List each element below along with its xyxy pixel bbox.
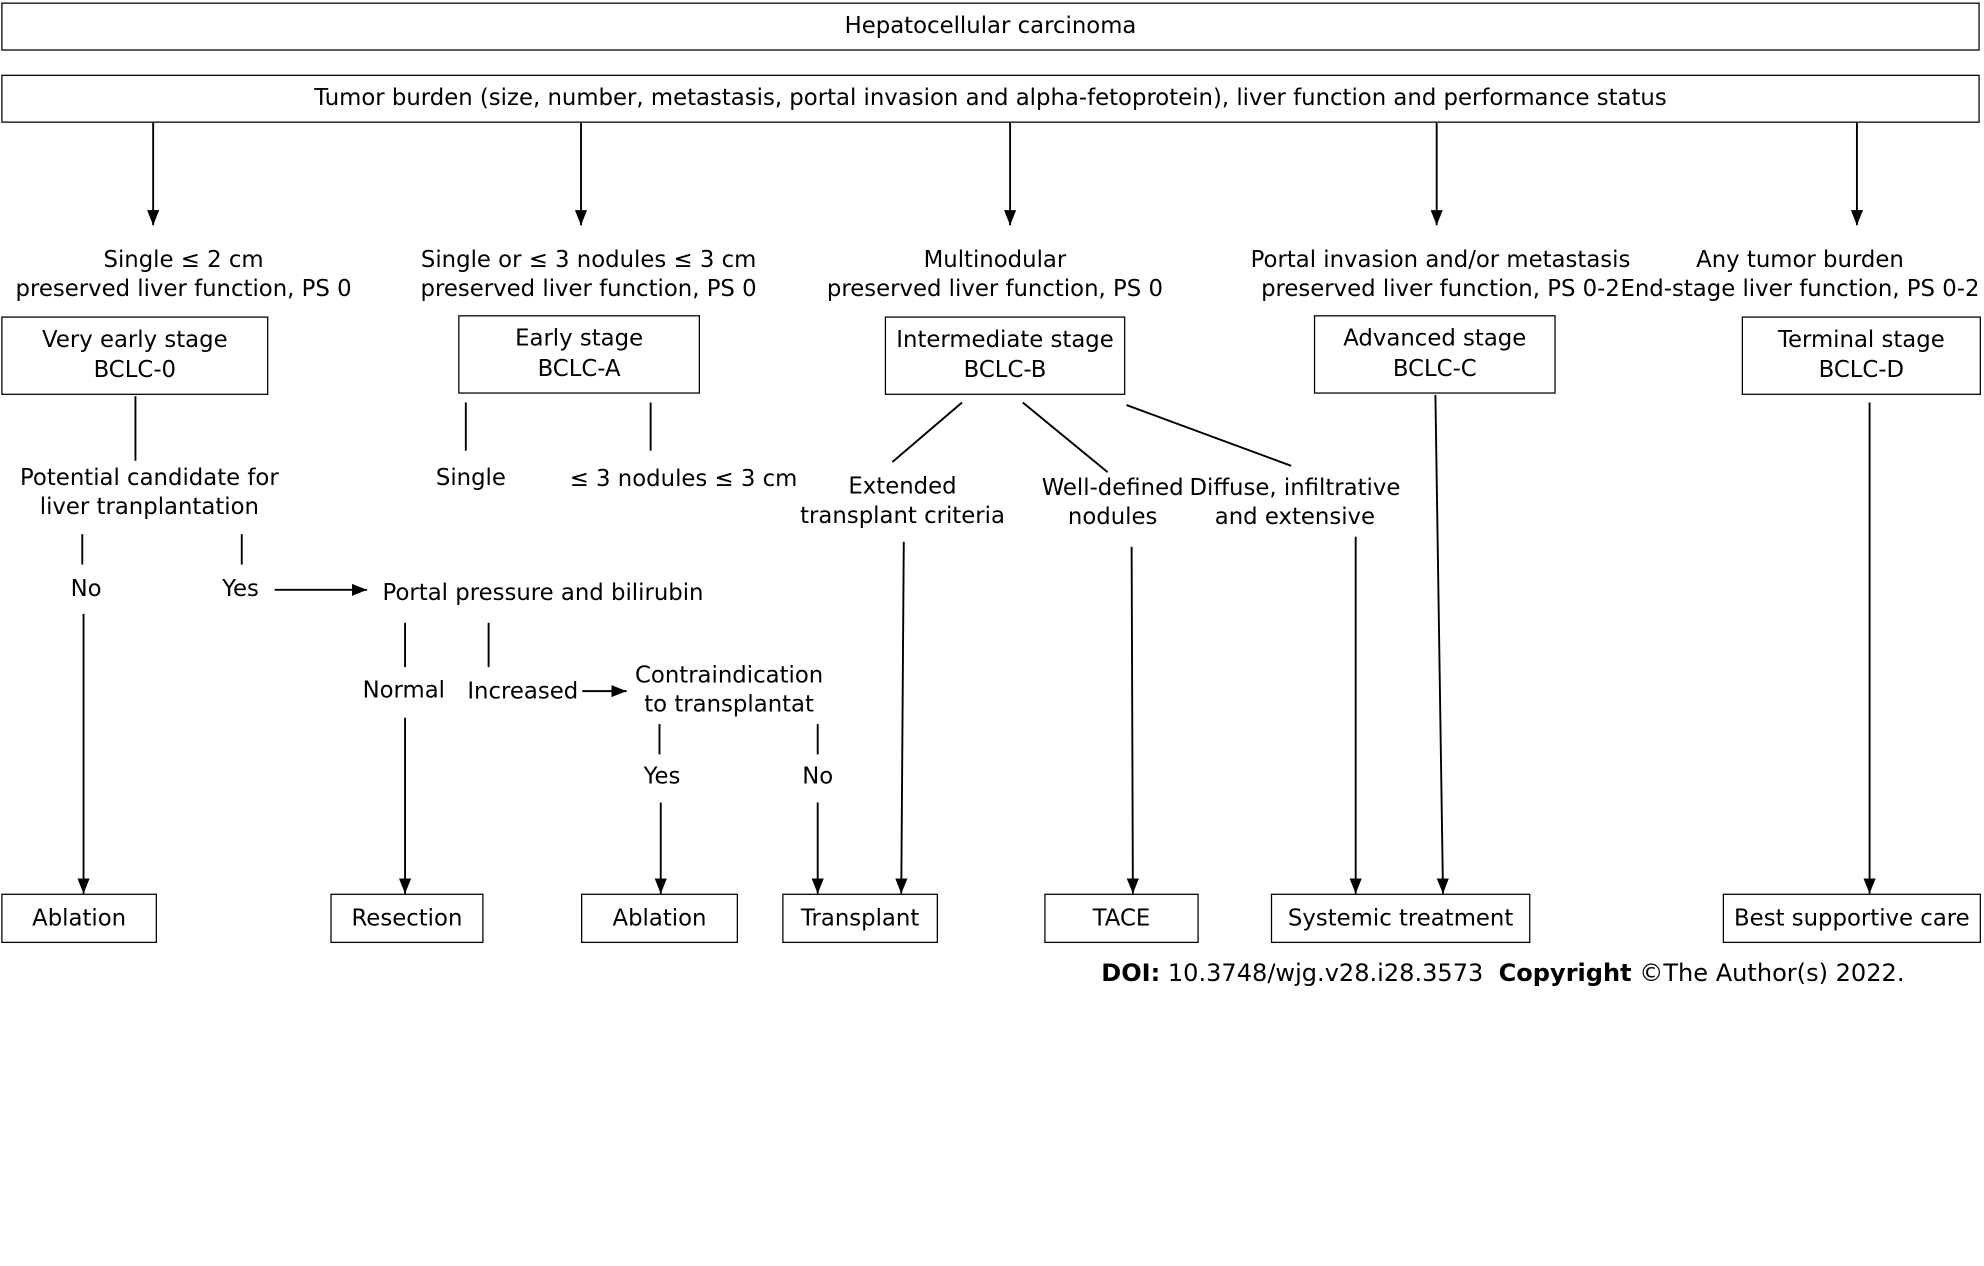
early-nodules: ≤ 3 nodules ≤ 3 cm <box>569 465 798 493</box>
criteria-terminal: Any tumor burden End-stage liver functio… <box>1620 246 1979 304</box>
stage-code-advanced: BCLC-C <box>1392 355 1477 383</box>
treatment-transplant-label: Transplant <box>800 904 920 931</box>
copyright-label: Copyright <box>1498 959 1632 988</box>
well-defined-label: Well-defined nodules <box>1042 473 1184 531</box>
contraindication-yes: Yes <box>643 763 681 790</box>
diffuse-line1: Diffuse, infiltrative <box>1189 474 1401 502</box>
well-defined-line1: Well-defined <box>1041 474 1184 502</box>
diffuse-label: Diffuse, infiltrative and extensive <box>1189 473 1400 531</box>
stage-box-early: Early stage BCLC-A <box>458 315 700 394</box>
early-single: Single <box>435 464 506 492</box>
criteria-very-early-line2: preserved liver function, PS 0 <box>15 275 352 303</box>
criteria-early: Single or ≤ 3 nodules ≤ 3 cm preserved l… <box>421 246 757 304</box>
contraindication-line1: Contraindication <box>634 662 824 689</box>
criteria-intermediate-line2: preserved liver function, PS 0 <box>826 275 1163 303</box>
top-title: Hepatocellular carcinoma <box>844 12 1137 40</box>
extended-line1: Extended <box>848 473 957 500</box>
treatment-best-supportive-care: Best supportive care <box>1722 893 1981 944</box>
candidate-label: Potential candidate for liver tranplanta… <box>20 463 279 521</box>
criteria-advanced: Portal invasion and/or metastasis preser… <box>1251 246 1631 304</box>
criteria-very-early: Single ≤ 2 cm preserved liver function, … <box>15 246 351 304</box>
contraindication-label: Contraindication to transplantat <box>635 661 823 719</box>
treatment-systemic: Systemic treatment <box>1270 893 1531 944</box>
stage-name-terminal: Terminal stage <box>1777 326 1945 354</box>
treatment-best-supportive-care-label: Best supportive care <box>1734 904 1970 931</box>
contraindication-no: No <box>802 763 834 790</box>
citation-footer: DOI: 10.3748/wjg.v28.i28.3573 Copyright … <box>1101 959 1904 987</box>
criteria-intermediate: Multinodular preserved liver function, P… <box>827 246 1163 304</box>
connector-lines <box>77 122 1876 894</box>
treatment-ablation-2-label: Ablation <box>612 904 707 931</box>
stage-box-very-early: Very early stage BCLC-0 <box>1 316 269 395</box>
portal-pressure-label: Portal pressure and bilirubin <box>382 579 704 607</box>
criteria-very-early-line1: Single ≤ 2 cm <box>103 246 264 274</box>
stage-name-early: Early stage <box>515 325 644 352</box>
candidate-no: No <box>70 575 102 603</box>
doi-label: DOI: <box>1101 959 1161 988</box>
stage-code-intermediate: BCLC-B <box>963 356 1047 384</box>
contraindication-line2: to transplantat <box>644 691 814 718</box>
stage-code-very-early: BCLC-0 <box>93 356 177 384</box>
assessment-box: Tumor burden (size, number, metastasis, … <box>1 74 1980 123</box>
stage-code-early: BCLC-A <box>537 355 621 383</box>
extended-criteria-label: Extended transplant criteria <box>800 472 1005 530</box>
portal-increased: Increased <box>467 678 579 706</box>
treatment-tace: TACE <box>1044 893 1199 944</box>
treatment-ablation-2: Ablation <box>581 893 738 944</box>
treatment-resection-label: Resection <box>351 904 463 931</box>
assessment-text: Tumor burden (size, number, metastasis, … <box>314 84 1667 112</box>
stage-name-advanced: Advanced stage <box>1343 325 1527 352</box>
criteria-early-line1: Single or ≤ 3 nodules ≤ 3 cm <box>420 246 757 274</box>
treatment-ablation-1-label: Ablation <box>32 904 127 931</box>
stage-name-very-early: Very early stage <box>42 326 228 354</box>
criteria-early-line2: preserved liver function, PS 0 <box>420 275 757 303</box>
criteria-advanced-line1: Portal invasion and/or metastasis <box>1250 246 1631 274</box>
copyright-value: ©The Author(s) 2022. <box>1639 959 1905 988</box>
candidate-line2: liver tranplantation <box>39 493 259 521</box>
stage-code-terminal: BCLC-D <box>1818 356 1905 384</box>
treatment-systemic-label: Systemic treatment <box>1287 904 1514 931</box>
treatment-transplant: Transplant <box>782 893 938 944</box>
candidate-yes: Yes <box>222 575 259 603</box>
treatment-resection: Resection <box>330 893 484 944</box>
diffuse-line2: and extensive <box>1214 503 1376 531</box>
criteria-terminal-line1: Any tumor burden <box>1696 246 1904 274</box>
stage-name-intermediate: Intermediate stage <box>896 326 1114 354</box>
extended-line2: transplant criteria <box>800 502 1005 530</box>
top-box-hcc: Hepatocellular carcinoma <box>1 2 1980 51</box>
stage-box-intermediate: Intermediate stage BCLC-B <box>884 316 1126 395</box>
criteria-advanced-line2: preserved liver function, PS 0-2 <box>1261 275 1620 303</box>
criteria-terminal-line2: End-stage liver function, PS 0-2 <box>1620 275 1980 303</box>
well-defined-line2: nodules <box>1067 503 1158 531</box>
candidate-line1: Potential candidate for <box>19 464 279 492</box>
stage-box-advanced: Advanced stage BCLC-C <box>1313 315 1556 394</box>
criteria-intermediate-line1: Multinodular <box>923 246 1067 274</box>
portal-normal: Normal <box>362 677 446 704</box>
treatment-tace-label: TACE <box>1092 904 1151 931</box>
treatment-ablation-1: Ablation <box>1 893 157 944</box>
stage-box-terminal: Terminal stage BCLC-D <box>1741 316 1981 395</box>
doi-value: 10.3748/wjg.v28.i28.3573 <box>1167 959 1484 988</box>
